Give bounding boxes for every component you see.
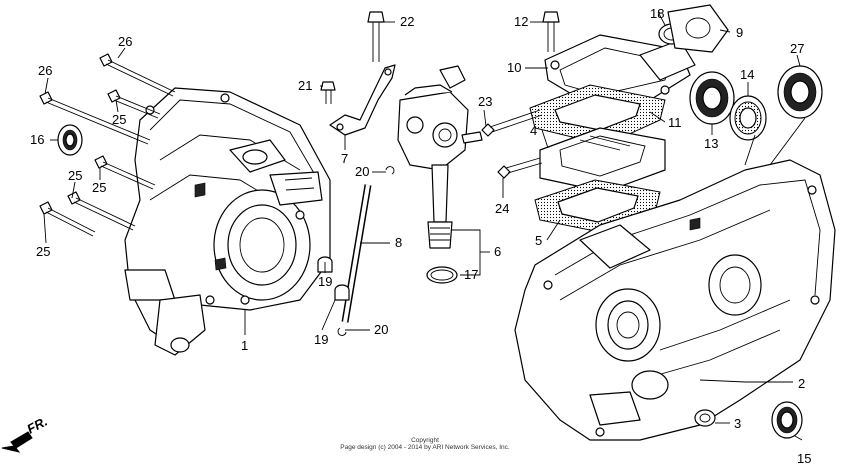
callout-3: 3 bbox=[734, 416, 741, 431]
callout-5: 5 bbox=[535, 233, 542, 248]
callout-1: 1 bbox=[241, 338, 248, 353]
copyright-line: Page design (c) 2004 - 2014 by ARI Netwo… bbox=[340, 444, 510, 451]
callout-12: 12 bbox=[514, 14, 528, 29]
bolt-25-upper bbox=[107, 89, 161, 119]
o-ring-17 bbox=[426, 266, 458, 284]
bolt-12 bbox=[542, 11, 560, 52]
cover-plate-9 bbox=[667, 4, 729, 53]
callout-26-left: 26 bbox=[38, 63, 52, 78]
bolt-26-left bbox=[39, 91, 151, 145]
governor-assembly-6 bbox=[397, 65, 483, 249]
dowel-pin-3 bbox=[694, 409, 716, 427]
oil-seal-14 bbox=[729, 95, 767, 141]
push-rod-8 bbox=[341, 184, 372, 323]
callout-7: 7 bbox=[341, 151, 348, 166]
oil-seal-16 bbox=[57, 124, 83, 156]
clip-20-upper bbox=[385, 166, 395, 175]
bolt-26-top bbox=[99, 53, 176, 97]
oil-seal-15 bbox=[771, 401, 803, 439]
breather-body-4 bbox=[539, 127, 666, 193]
callout-25-middle: 25 bbox=[92, 180, 106, 195]
callout-18: 18 bbox=[650, 6, 664, 21]
callout-22: 22 bbox=[400, 14, 414, 29]
callout-27: 27 bbox=[790, 41, 804, 56]
bolt-25-lower-b bbox=[39, 201, 96, 237]
bolt-21 bbox=[320, 81, 336, 104]
breather-cover-10 bbox=[544, 34, 696, 106]
callout-21: 21 bbox=[298, 78, 312, 93]
callout-19-lower: 19 bbox=[314, 332, 328, 347]
callout-25-lower-a: 25 bbox=[68, 168, 82, 183]
callout-10: 10 bbox=[507, 60, 521, 75]
front-arrow-icon bbox=[1, 431, 33, 453]
callout-24: 23 bbox=[478, 94, 492, 109]
callout-4: 4 bbox=[530, 123, 537, 138]
bolt-24 bbox=[481, 109, 543, 137]
callout-2: 2 bbox=[798, 376, 805, 391]
callout-14: 14 bbox=[740, 67, 754, 82]
callout-20-upper: 20 bbox=[355, 164, 369, 179]
callout-labels: 26 26 25 16 25 25 25 22 21 7 20 8 19 19 … bbox=[30, 6, 811, 466]
pin-19-lower bbox=[334, 284, 350, 301]
callout-11: 11 bbox=[668, 115, 682, 130]
callout-25-lower-b: 25 bbox=[36, 244, 50, 259]
callout-8: 8 bbox=[395, 235, 402, 250]
callout-23: 24 bbox=[495, 201, 509, 216]
copyright-heading: Copyright bbox=[411, 437, 439, 444]
clip-20-lower bbox=[337, 327, 347, 336]
callout-26-top: 26 bbox=[118, 34, 132, 49]
leader-lines bbox=[43, 11, 806, 441]
callout-25-upper: 25 bbox=[112, 112, 126, 127]
bearing-27 bbox=[777, 65, 823, 119]
gasket-11 bbox=[529, 84, 666, 146]
callout-9: 9 bbox=[736, 25, 743, 40]
callout-16: 16 bbox=[30, 132, 44, 147]
callout-15: 15 bbox=[797, 451, 811, 466]
callout-6: 6 bbox=[494, 244, 501, 259]
bolt-23 bbox=[497, 157, 543, 179]
callout-17: 17 bbox=[464, 267, 478, 282]
bolt-25-middle bbox=[94, 155, 156, 190]
callout-13: 13 bbox=[704, 136, 718, 151]
callout-20-lower: 20 bbox=[374, 322, 388, 337]
callout-19-upper: 19 bbox=[318, 274, 332, 289]
bearing-13 bbox=[689, 71, 735, 125]
bolt-22 bbox=[367, 11, 385, 62]
bolt-25-lower-a bbox=[67, 191, 136, 231]
crankcase-left bbox=[124, 87, 331, 356]
bracket-7 bbox=[329, 64, 396, 136]
crankcase-right bbox=[514, 159, 836, 441]
